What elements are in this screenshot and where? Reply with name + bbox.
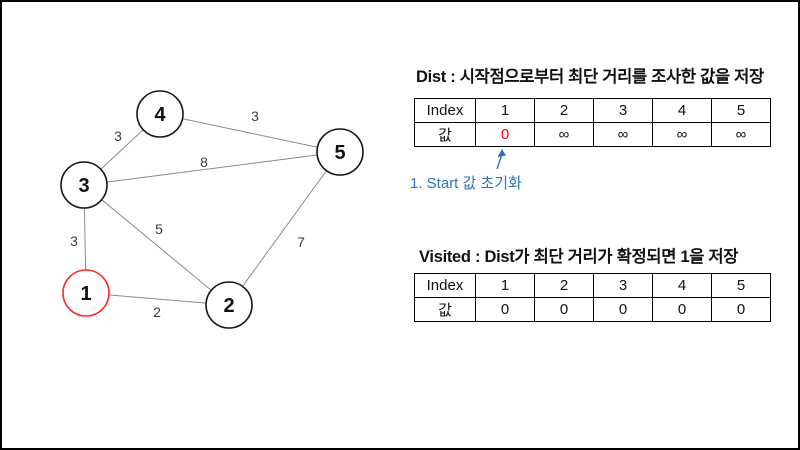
dist-section-title: Dist : 시작점으로부터 최단 거리를 조사한 값을 저장 bbox=[416, 68, 764, 86]
dist-value-2: ∞ bbox=[534, 122, 594, 147]
visited-value-5: 0 bbox=[711, 297, 771, 322]
up-arrow-icon bbox=[496, 149, 506, 170]
graph-edge-1-2 bbox=[85, 292, 230, 306]
graph-diagram: 3 3 8 3 5 7 2 1 2 3 4 5 bbox=[60, 90, 364, 329]
graph-edge-3-5 bbox=[83, 151, 341, 186]
dist-value-1: 0 bbox=[475, 122, 535, 147]
dist-value-row: 값 0 ∞ ∞ ∞ ∞ bbox=[414, 122, 771, 147]
dist-value-4: ∞ bbox=[652, 122, 712, 147]
graph-node-4 bbox=[136, 90, 184, 138]
visited-value-2: 0 bbox=[534, 297, 594, 322]
graph-node-1 bbox=[62, 269, 110, 317]
node-label-4: 4 bbox=[154, 104, 166, 126]
graph-node-2 bbox=[205, 281, 253, 329]
edge-weight-label: 5 bbox=[155, 221, 163, 237]
dist-index-4: 4 bbox=[652, 98, 712, 123]
dist-index-2: 2 bbox=[534, 98, 594, 123]
node-label-2: 2 bbox=[223, 295, 234, 317]
edge-weight-label: 3 bbox=[70, 233, 78, 249]
dist-value-5: ∞ bbox=[711, 122, 771, 147]
dist-index-header: Index bbox=[414, 98, 476, 123]
graph-node-5 bbox=[316, 128, 364, 176]
edge-weight-label: 8 bbox=[200, 154, 208, 170]
edge-weight-label: 3 bbox=[251, 108, 259, 124]
visited-index-4: 4 bbox=[652, 273, 712, 298]
visited-index-1: 1 bbox=[475, 273, 535, 298]
edge-weight-label: 2 bbox=[153, 304, 161, 320]
visited-value-row: 값 0 0 0 0 0 bbox=[414, 297, 771, 322]
visited-index-header: Index bbox=[414, 273, 476, 298]
visited-index-2: 2 bbox=[534, 273, 594, 298]
dist-table: Index 1 2 3 4 5 값 0 ∞ ∞ ∞ ∞ bbox=[414, 98, 771, 147]
visited-section-title: Visited : Dist가 최단 거리가 확정되면 1을 저장 bbox=[419, 248, 739, 266]
visited-table: Index 1 2 3 4 5 값 0 0 0 0 0 bbox=[414, 273, 771, 322]
visited-value-label: 값 bbox=[414, 297, 476, 322]
visited-value-1: 0 bbox=[475, 297, 535, 322]
node-label-3: 3 bbox=[78, 175, 89, 197]
visited-header-row: Index 1 2 3 4 5 bbox=[414, 273, 771, 298]
graph-edge-3-2 bbox=[83, 184, 230, 306]
dist-index-1: 1 bbox=[475, 98, 535, 123]
node-label-1: 1 bbox=[80, 283, 91, 305]
edge-weight-label: 3 bbox=[114, 128, 122, 144]
visited-index-5: 5 bbox=[711, 273, 771, 298]
edge-weight-label: 7 bbox=[297, 234, 305, 250]
graph-edge-2-5 bbox=[228, 151, 341, 306]
start-init-annotation: 1. Start 값 초기화 bbox=[410, 175, 522, 192]
dist-index-3: 3 bbox=[593, 98, 653, 123]
graph-edge-4-5 bbox=[159, 113, 341, 153]
dist-header-row: Index 1 2 3 4 5 bbox=[414, 98, 771, 123]
node-label-5: 5 bbox=[334, 142, 345, 164]
visited-value-4: 0 bbox=[652, 297, 712, 322]
visited-value-3: 0 bbox=[593, 297, 653, 322]
dist-value-label: 값 bbox=[414, 122, 476, 147]
graph-node-3 bbox=[60, 161, 108, 209]
dist-index-5: 5 bbox=[711, 98, 771, 123]
dist-value-3: ∞ bbox=[593, 122, 653, 147]
visited-index-3: 3 bbox=[593, 273, 653, 298]
